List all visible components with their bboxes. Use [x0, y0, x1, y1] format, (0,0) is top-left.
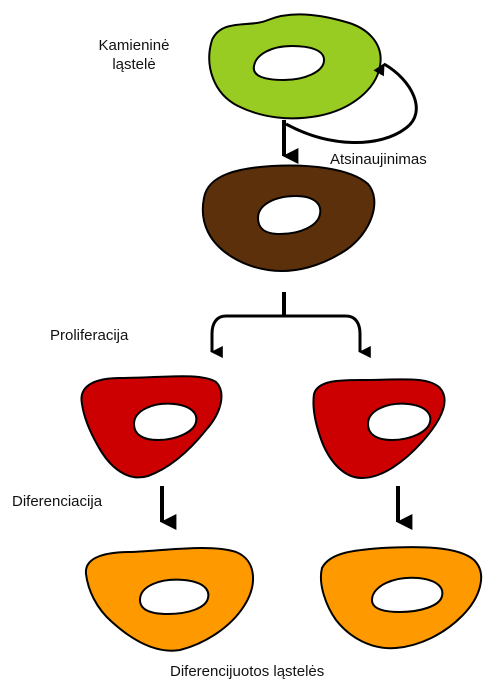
- proliferation-arrow-left: [212, 316, 284, 352]
- differentiation-label: Diferenciacija: [12, 492, 102, 511]
- self-renewal-label: Atsinaujinimas: [330, 150, 427, 169]
- differentiated-cell-left-nucleus: [140, 580, 208, 614]
- stem-cell-label: Kamieninė ląstelė: [74, 36, 194, 74]
- differentiated-cell-left: [86, 548, 253, 651]
- stem-cell-label-line1: Kamieninė: [74, 36, 194, 55]
- stem-cell: [209, 14, 380, 118]
- stem-cell-label-line2: ląstelė: [74, 55, 194, 74]
- proliferation-label: Proliferacija: [50, 326, 128, 345]
- proliferation-arrow-right: [284, 316, 360, 352]
- progenitor-cell: [203, 166, 375, 271]
- proliferating-cell-right: [313, 379, 444, 478]
- proliferating-cell-left: [81, 376, 221, 477]
- differentiated-cell-right: [321, 547, 481, 648]
- differentiated-cells-label: Diferencijuotos ląstelės: [170, 662, 324, 681]
